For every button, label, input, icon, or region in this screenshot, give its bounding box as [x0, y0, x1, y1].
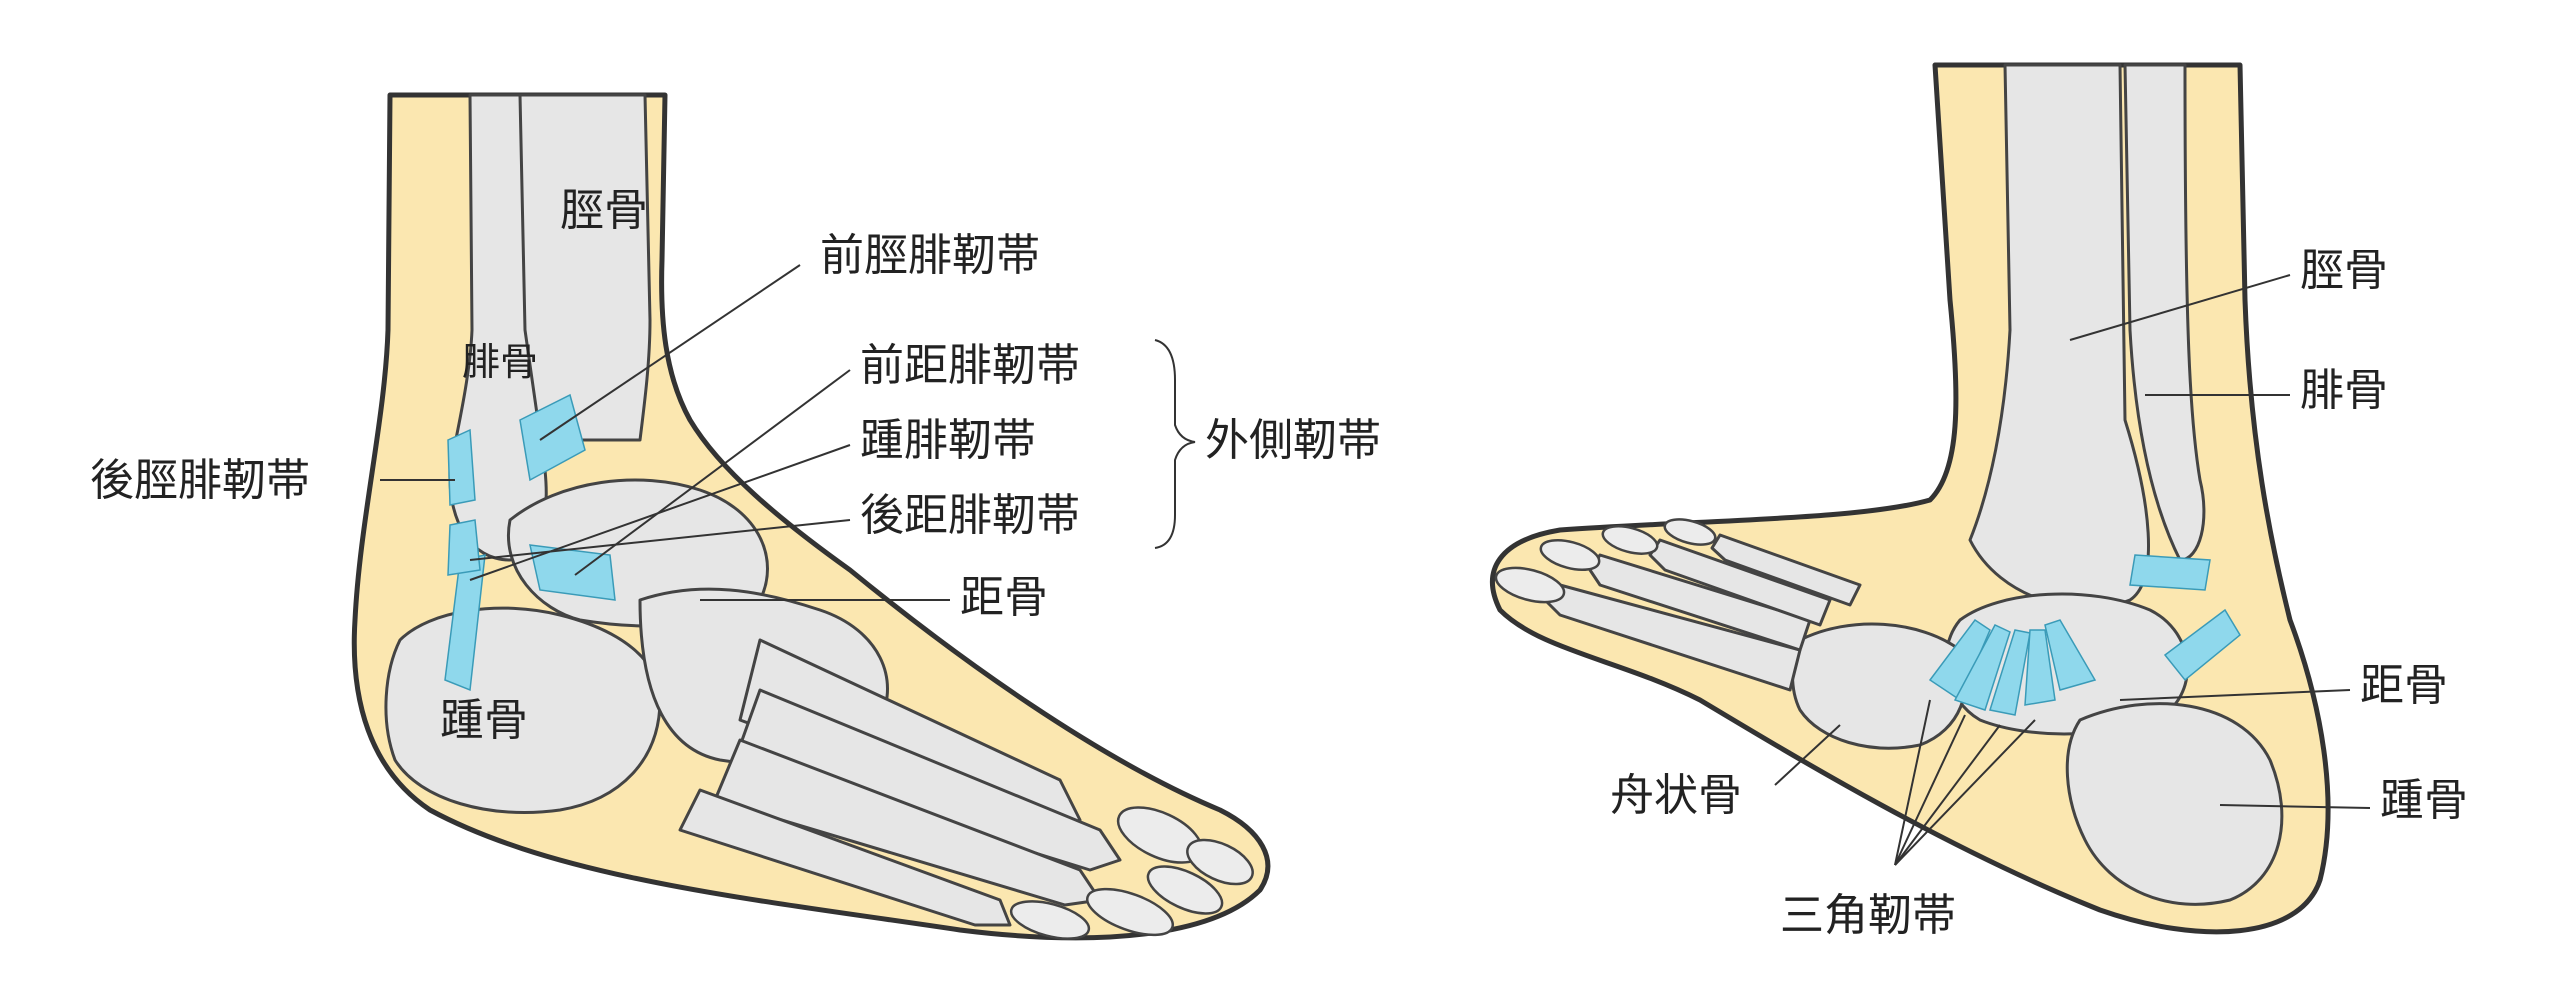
medial-label-calcaneus: 踵骨 — [2380, 775, 2468, 826]
medial-toe-3 — [1601, 525, 1659, 555]
medial-leader-deltoid-2 — [1894, 714, 1966, 866]
lateral-label-anterior-talofibular: 前距腓靭帯 — [860, 340, 1080, 391]
medial-label-tibia: 脛骨 — [2300, 245, 2388, 296]
lateral-metatarsal-3 — [713, 738, 1102, 907]
lateral-ligaments-brace — [1154, 339, 1196, 549]
medial-leader-calcaneus — [2219, 804, 2371, 809]
lateral-toe-3 — [1146, 865, 1224, 915]
medial-navicular-bone — [1791, 622, 1968, 750]
medial-leader-tibia — [2069, 274, 2291, 341]
deltoid-ligament-fiber-4 — [2024, 629, 2056, 706]
lateral-tibia-bone — [513, 93, 652, 442]
medial-toe-1 — [1494, 566, 1566, 604]
medial-metatarsal-3 — [1648, 538, 1832, 627]
lateral-metatarsal-4 — [678, 788, 1012, 927]
lateral-toe-4 — [1086, 887, 1174, 937]
lateral-ligament-posterior-talofibular — [447, 519, 481, 576]
medial-leader-deltoid-4 — [1894, 719, 2036, 866]
deltoid-ligament-fiber-1 — [1928, 618, 1991, 702]
medial-label-fibula: 腓骨 — [2300, 365, 2388, 416]
lateral-label-talus: 距骨 — [960, 572, 1048, 623]
lateral-leader-calcaneofibular — [469, 444, 851, 581]
lateral-label-posterior-tibiofibular: 後脛腓靭帯 — [90, 455, 310, 506]
lateral-label-calcaneus: 踵骨 — [440, 695, 528, 746]
lateral-ligament-anterior-tibiofibular — [519, 393, 586, 482]
lateral-ligament-posterior-tibiofibular — [447, 428, 476, 506]
lateral-toe-2 — [1186, 838, 1254, 886]
lateral-label-posterior-talofibular: 後距腓靭帯 — [860, 490, 1080, 541]
lateral-label-lateral-ligaments: 外側靭帯 — [1205, 415, 1381, 466]
medial-label-deltoid-ligament: 三角靭帯 — [1780, 890, 1956, 941]
lateral-leader-anterior-tibiofibular — [539, 264, 801, 441]
medial-ligament-lower — [2163, 608, 2241, 682]
lateral-ligament-anterior-talofibular — [529, 544, 616, 601]
lateral-leader-anterior-talofibular — [574, 369, 851, 576]
medial-metatarsal-1 — [1543, 583, 1802, 692]
medial-label-navicular: 舟状骨 — [1610, 770, 1742, 821]
medial-metatarsal-2 — [1588, 553, 1812, 652]
medial-toe-2 — [1539, 538, 1601, 572]
medial-metatarsal-4 — [1710, 533, 1862, 607]
medial-calcaneus-bone — [2065, 702, 2284, 906]
medial-ligament-upper — [2129, 554, 2211, 591]
medial-leader-deltoid-1 — [1894, 699, 1931, 866]
lateral-leader-posterior-talofibular — [469, 519, 851, 561]
lateral-label-fibula: 腓骨 — [462, 340, 538, 384]
lateral-label-tibia: 脛骨 — [560, 185, 648, 236]
lateral-label-anterior-tibiofibular: 前脛腓靭帯 — [820, 230, 1040, 281]
medial-leader-talus — [2119, 689, 2351, 701]
medial-toe-4 — [1663, 518, 1717, 546]
medial-leader-deltoid-3 — [1894, 724, 2001, 866]
lateral-label-calcaneofibular: 踵腓靭帯 — [860, 415, 1036, 466]
lateral-view-foot: 脛骨 腓骨 前脛腓靭帯 後脛腓靭帯 前距腓靭帯 踵腓靭帯 後距腓靭帯 外側靭帯 … — [90, 92, 1381, 941]
deltoid-ligament-fiber-2 — [1953, 624, 2011, 711]
medial-leader-navicular — [1774, 724, 1841, 786]
lateral-toe-5 — [1009, 900, 1091, 940]
medial-view-foot: 脛骨 腓骨 距骨 踵骨 舟状骨 三角靭帯 — [1490, 62, 2468, 941]
medial-label-talus: 距骨 — [2360, 660, 2448, 711]
deltoid-ligament-fiber-5 — [2044, 619, 2097, 691]
